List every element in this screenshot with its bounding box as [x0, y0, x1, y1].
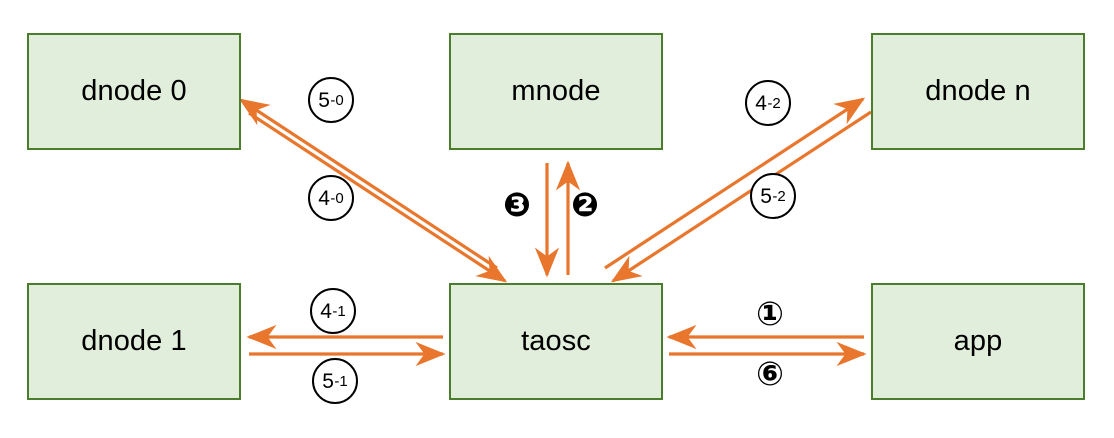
- node-label: dnode 1: [81, 325, 187, 357]
- edge-badge-main: 5: [760, 184, 772, 208]
- edge-badge-sub: -1: [334, 372, 348, 390]
- edge-badge-sub: -0: [330, 91, 344, 109]
- node-label: app: [953, 325, 1003, 357]
- edge-badge-2: ❷: [571, 184, 599, 224]
- node-dnode-0[interactable]: dnode 0: [27, 33, 241, 150]
- node-dnode-n[interactable]: dnode n: [871, 33, 1085, 150]
- node-taosc[interactable]: taosc: [449, 283, 663, 400]
- edge-badge-sub: -0: [330, 189, 344, 207]
- edge-badge-4-1: 4-1: [310, 288, 356, 334]
- edge-badge-3: ❸: [503, 184, 531, 224]
- edge-badge-main: 5: [322, 369, 334, 393]
- node-mnode[interactable]: mnode: [449, 33, 663, 150]
- node-label: dnode n: [925, 75, 1031, 107]
- edge-badge-5-2: 5-2: [750, 173, 796, 219]
- edge-badge-4-0: 4-0: [308, 175, 354, 221]
- node-label: mnode: [511, 75, 601, 107]
- node-label: taosc: [521, 325, 591, 357]
- edge-badge-sub: -2: [767, 94, 781, 112]
- edge-badge-main: 4: [755, 91, 767, 115]
- edge-5-0-line: [238, 98, 498, 270]
- edge-badge-1: ①: [756, 293, 784, 333]
- edge-badge-sub: -2: [772, 187, 786, 205]
- edge-badge-main: 4: [320, 299, 332, 323]
- edge-badge-4-2: 4-2: [745, 80, 791, 126]
- node-app[interactable]: app: [871, 283, 1085, 400]
- edge-5-2-line: [610, 110, 872, 283]
- node-dnode-1[interactable]: dnode 1: [27, 283, 241, 400]
- edge-4-0-line: [248, 111, 508, 283]
- edge-badge-5-1: 5-1: [312, 358, 358, 404]
- node-label: dnode 0: [81, 75, 187, 107]
- edge-badge-main: 5: [318, 88, 330, 112]
- edge-badge-6: ⑥: [756, 353, 784, 393]
- edge-4-2-line: [604, 97, 866, 270]
- edge-badge-sub: -1: [332, 302, 346, 320]
- edge-badge-5-0: 5-0: [308, 77, 354, 123]
- edge-badge-main: 4: [318, 186, 330, 210]
